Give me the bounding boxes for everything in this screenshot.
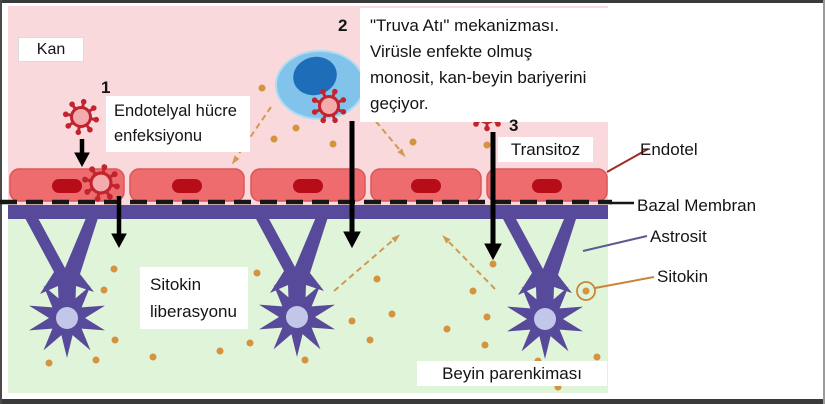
basal-lamina-band [8,205,608,219]
step-1-number: 1 [101,78,111,97]
step-1-label: Endotelyal hücre enfeksiyonu [106,96,250,152]
frame-top-border [0,0,825,3]
frame-right-border [823,0,825,404]
legend-cytokine-label: Sitokin [657,267,709,286]
step-3-number: 3 [509,116,519,135]
sitokin-pointer-line [594,276,655,289]
cytokine-highlight-ring [576,281,596,301]
step-2-number: 2 [338,16,348,35]
endotel-pointer-line [606,148,649,173]
astrosit-pointer-line [582,235,648,252]
frame-bottom-border [0,399,825,404]
cytokine-release-label: Sitokin liberasyonu [140,267,248,329]
cytokine-dashed-arrows [237,105,496,292]
pathway-arrows [74,121,502,261]
blood-region-label: Kan [18,37,84,62]
brain-region-label: Beyin parenkiması [417,361,607,386]
legend-endothelium-label: Endotel [640,140,698,159]
blood-label-text: Kan [36,40,66,58]
step-2-label: "Truva Atı" mekanizması. Virüsle enfekte… [360,8,608,122]
legend-astrocyte-label: Astrosit [650,227,707,246]
step-3-label: Transitoz [498,137,593,162]
legend-basal-membrane-label: Bazal Membran [637,196,757,215]
